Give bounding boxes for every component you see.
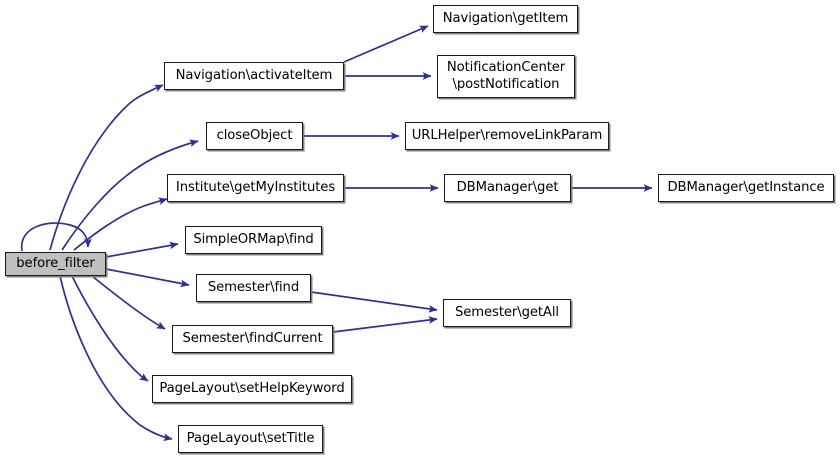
edge-before_filter-semester_find <box>105 268 190 288</box>
edge-before_filter-semester_findCurrent <box>91 275 166 330</box>
node-semester-getall[interactable]: Semester\getAll <box>443 299 571 327</box>
node-semester-find[interactable]: Semester\find <box>196 274 311 302</box>
node-navigation-activateitem[interactable]: Navigation\activateItem <box>164 62 344 90</box>
edge-before_filter-getMyInstitutes <box>73 197 168 251</box>
node-urlhelper-removelinkparam[interactable]: URLHelper\removeLinkParam <box>405 122 609 150</box>
node-label: Semester\findCurrent <box>182 330 323 346</box>
node-label: before_filter <box>16 255 95 271</box>
node-notificationcenter-postnotification[interactable]: NotificationCenter \postNotification <box>437 55 575 98</box>
node-label: PageLayout\setHelpKeyword <box>159 380 345 396</box>
node-label: PageLayout\setTitle <box>186 430 315 446</box>
node-label: Semester\find <box>207 279 300 295</box>
node-label: NotificationCenter \postNotification <box>446 60 566 92</box>
edge-before_filter-activateItem <box>49 84 164 251</box>
node-before-filter[interactable]: before_filter <box>5 252 106 276</box>
node-dbmanager-getinstance[interactable]: DBManager\getInstance <box>658 174 834 202</box>
edge-semester_findCurrent-semester_getAll <box>332 316 438 333</box>
node-semester-findcurrent[interactable]: Semester\findCurrent <box>172 325 333 353</box>
node-label: DBManager\get <box>456 179 559 195</box>
node-label: Semester\getAll <box>455 304 559 320</box>
node-label: DBManager\getInstance <box>667 179 825 195</box>
node-institute-getmyinstitutes[interactable]: Institute\getMyInstitutes <box>167 174 344 202</box>
node-label: SimpleORMap\find <box>193 231 314 247</box>
edge-before_filter-setHelpKeyword <box>71 275 149 382</box>
node-label: URLHelper\removeLinkParam <box>411 127 603 143</box>
edge-before_filter-simpleormap_find <box>105 241 179 258</box>
node-pagelayout-sethelpkeyword[interactable]: PageLayout\setHelpKeyword <box>152 375 352 403</box>
node-label: Navigation\activateItem <box>175 67 333 83</box>
node-label: closeObject <box>216 127 293 143</box>
node-navigation-getitem[interactable]: Navigation\getItem <box>433 5 578 33</box>
node-dbmanager-get[interactable]: DBManager\get <box>444 174 571 202</box>
node-closeobject[interactable]: closeObject <box>206 122 303 150</box>
node-label: Navigation\getItem <box>442 10 569 26</box>
node-simpleormap-find[interactable]: SimpleORMap\find <box>185 226 322 254</box>
edge-semester_find-semester_getAll <box>310 291 438 313</box>
node-label: Institute\getMyInstitutes <box>175 179 336 195</box>
edge-activateItem-getItem <box>343 25 429 63</box>
edge-before_filter-setTitle <box>59 275 173 442</box>
node-pagelayout-settitle[interactable]: PageLayout\setTitle <box>178 425 323 453</box>
edge-before_filter-self <box>21 222 92 252</box>
